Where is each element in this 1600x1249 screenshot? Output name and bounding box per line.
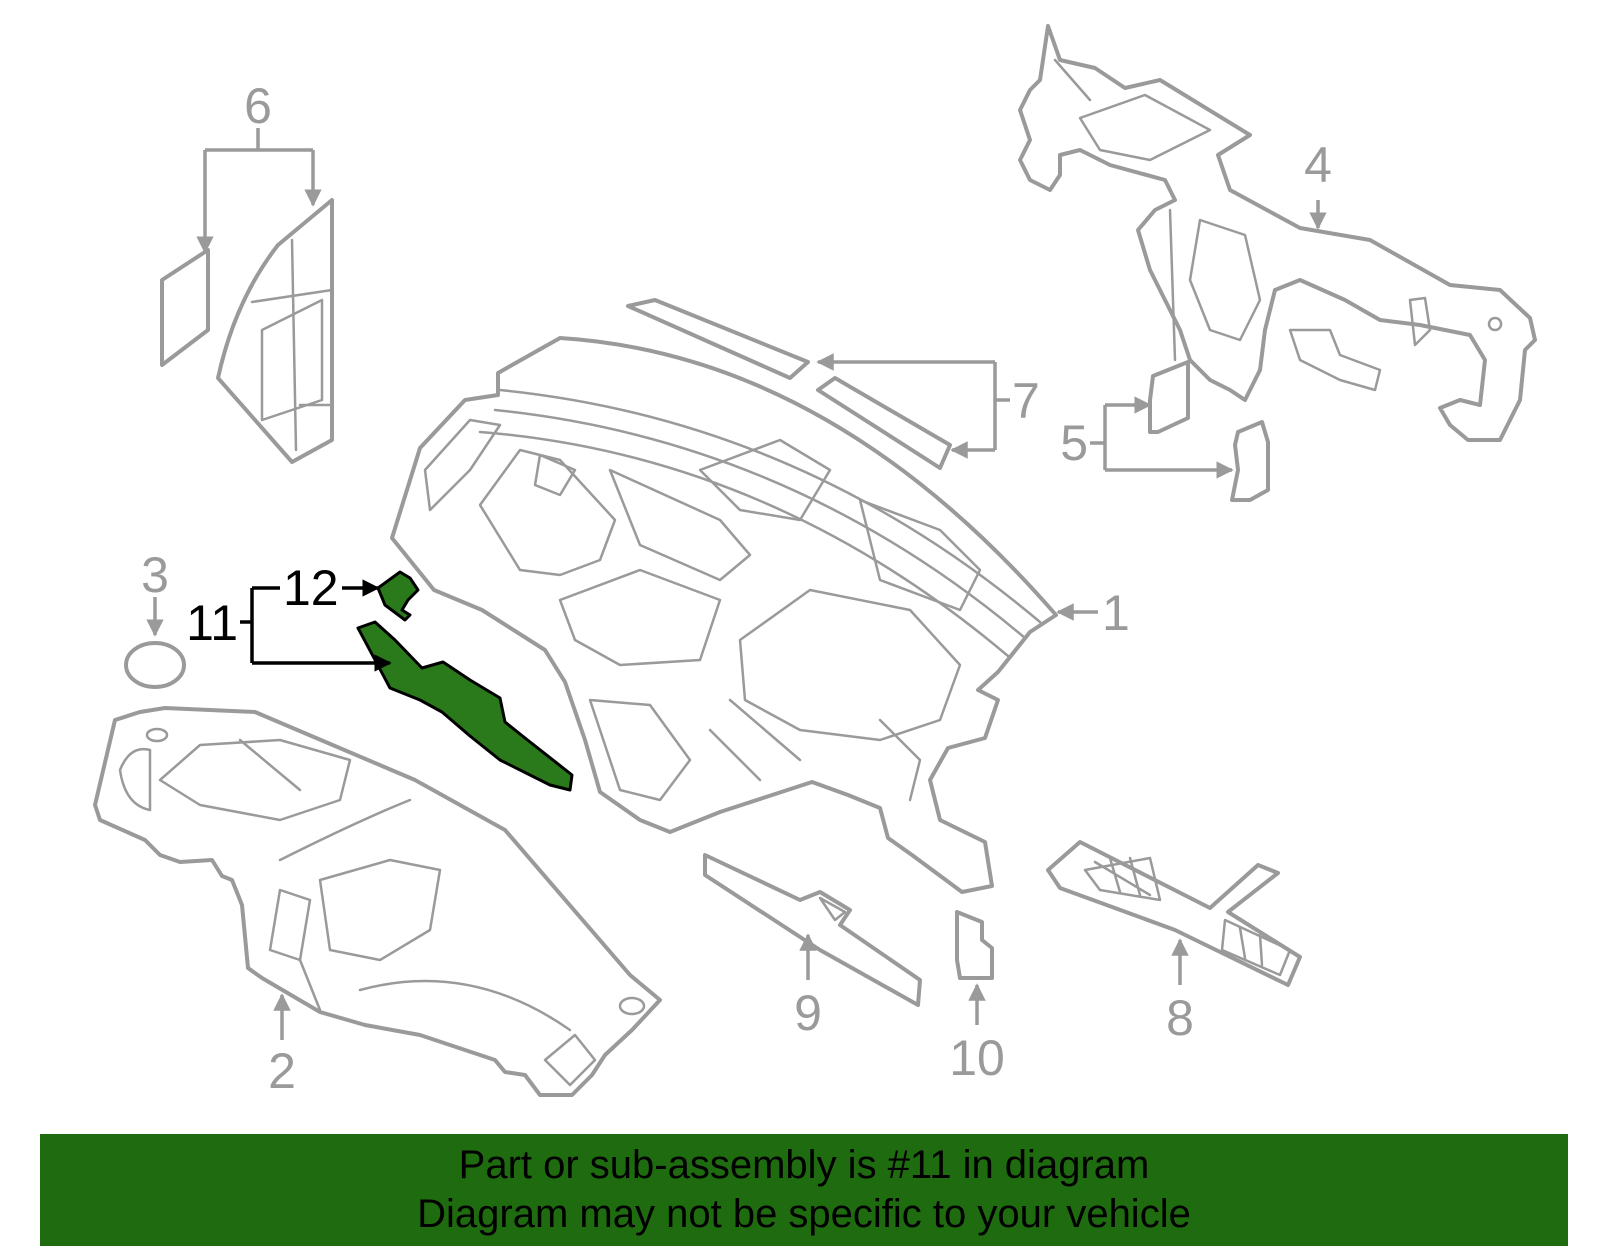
part-2-dash-panel[interactable] [93,706,662,1097]
part-10-small-plate[interactable] [955,910,994,980]
part-9-strip-bracket[interactable] [703,853,922,1007]
callout-6: 6 [244,78,272,134]
part-6-side-panel-small[interactable] [160,248,210,367]
callout-numbers: 6 3 11 12 7 1 4 5 2 9 10 8 [141,78,1332,1099]
part-4-cross-beam[interactable] [1018,24,1537,442]
part-5-bracket-lower[interactable] [1230,420,1270,502]
banner-line-2: Diagram may not be specific to your vehi… [417,1192,1191,1236]
callout-12: 12 [283,560,339,616]
banner-line-1: Part or sub-assembly is #11 in diagram [458,1143,1150,1187]
callout-2: 2 [268,1043,296,1099]
callout-10: 10 [949,1030,1005,1086]
part-6-side-panel-large[interactable] [216,198,334,464]
part-3-plug[interactable] [124,641,186,689]
info-banner: Part or sub-assembly is #11 in diagram D… [40,1134,1568,1246]
callout-7: 7 [1012,373,1040,429]
callout-4: 4 [1304,137,1332,193]
part-11-reinforcement-bar[interactable] [356,620,574,792]
part-8-vent-trim[interactable] [1046,840,1302,987]
callout-3: 3 [141,547,169,603]
part-12-clip[interactable] [376,570,420,622]
callout-11: 11 [186,595,238,651]
part-1-instrument-panel[interactable] [390,336,1058,894]
part-5-bracket-upper[interactable] [1148,360,1190,434]
callout-1: 1 [1102,585,1130,641]
leader-lines [146,128,1327,1040]
callout-5: 5 [1060,415,1088,471]
callout-9: 9 [794,985,822,1041]
callout-8: 8 [1166,990,1194,1046]
part-7-defroster-strips[interactable] [626,298,952,470]
